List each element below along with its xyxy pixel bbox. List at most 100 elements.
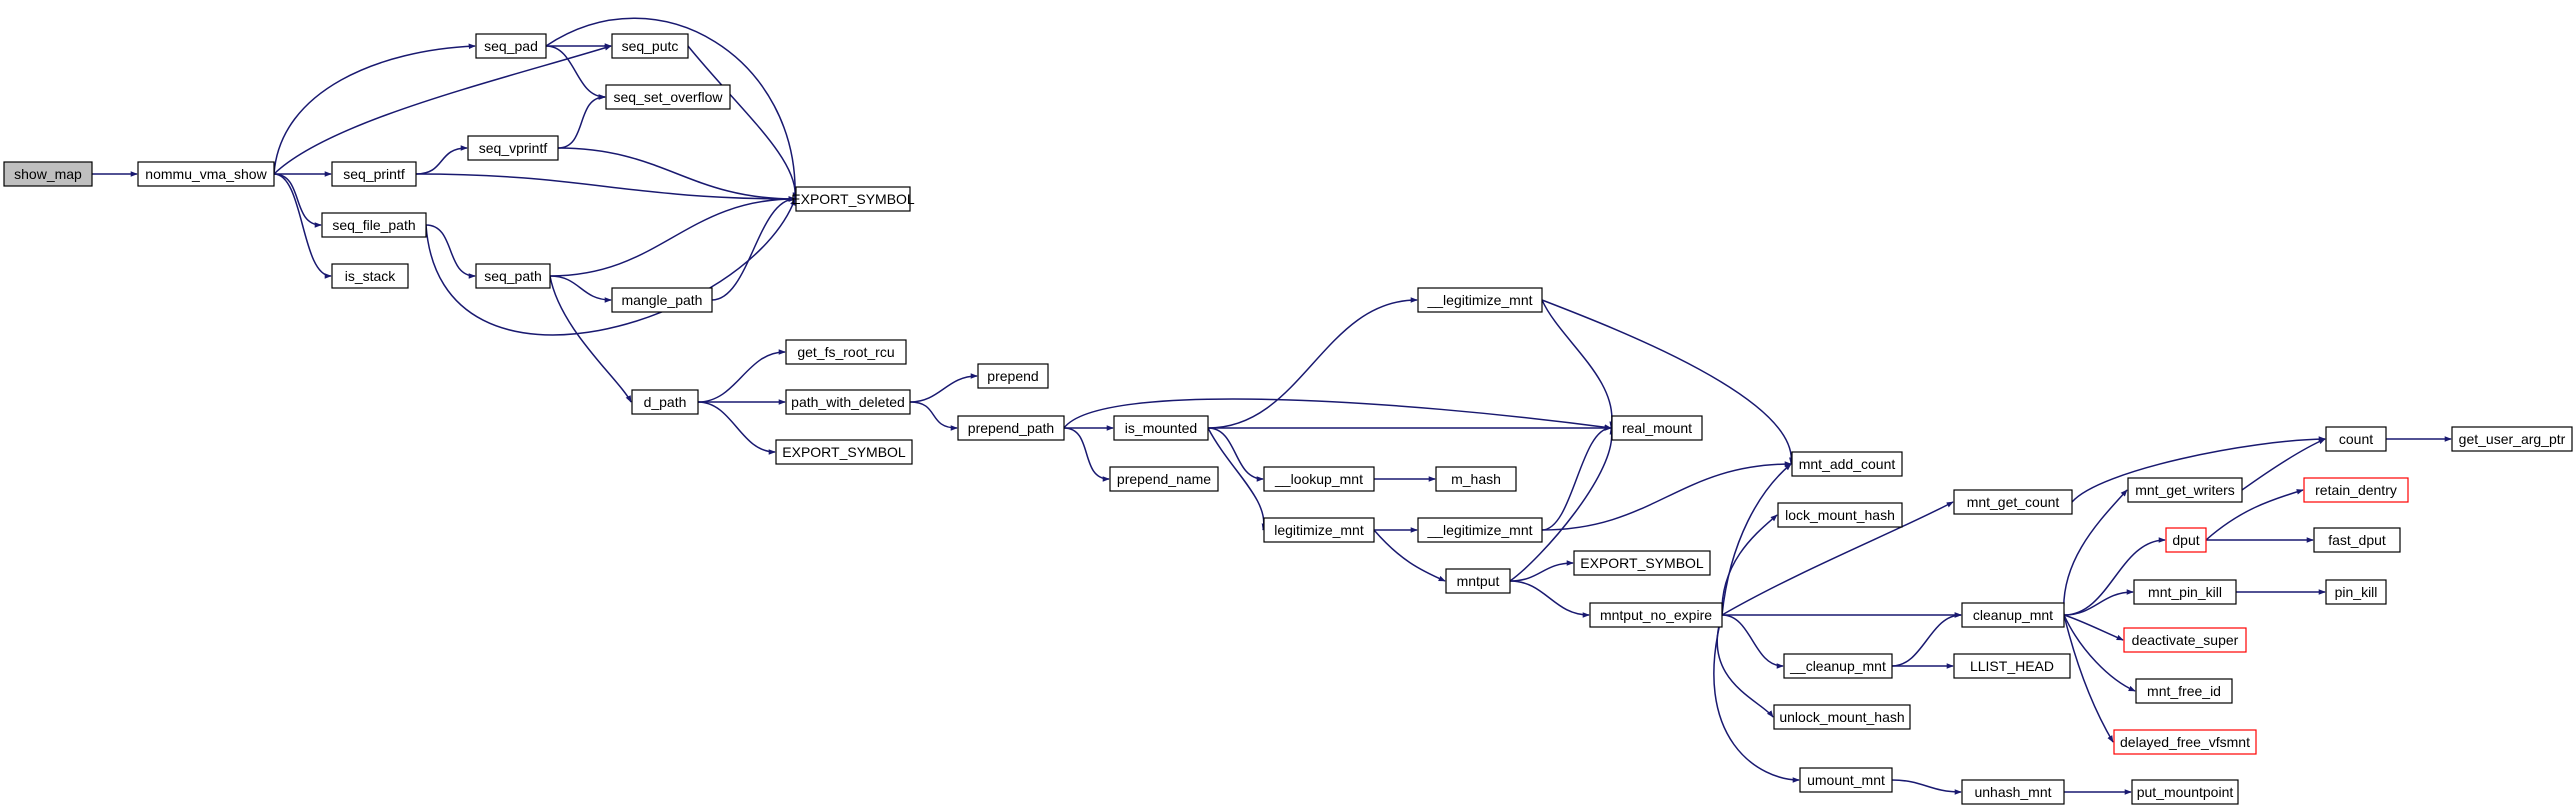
node-is-mounted[interactable]: is_mounted <box>1113 415 1209 441</box>
edge-legitimize_mnt-to-mntput <box>1373 529 1446 582</box>
node-seq-vprintf[interactable]: seq_vprintf <box>467 135 559 161</box>
node-legitimize-mnt-b[interactable]: __legitimize_mnt <box>1417 517 1543 543</box>
edge-seq_putc-to-export_symbol_1 <box>687 45 799 200</box>
node-box <box>475 263 551 289</box>
node-llist-head[interactable]: LLIST_HEAD <box>1953 653 2071 679</box>
node-mnt-get-count[interactable]: mnt_get_count <box>1953 489 2073 515</box>
node-unlock-mount-hash[interactable]: unlock_mount_hash <box>1773 704 1911 730</box>
node-mangle-path[interactable]: mangle_path <box>611 287 713 313</box>
edge-seq_path-to-export_symbol_1 <box>549 196 796 277</box>
edge-nommu_vma_show-to-seq_pad <box>273 43 476 175</box>
edge-seq_file_path-to-seq_path <box>425 224 476 279</box>
edge-seq_pad-to-export_symbol_1 <box>545 17 799 200</box>
node-mntput[interactable]: mntput <box>1445 568 1511 594</box>
node-label: dput <box>2172 532 2199 548</box>
node-label: mnt_pin_kill <box>2148 584 2222 600</box>
node-label: mntput_no_expire <box>1600 607 1712 623</box>
edge-arrow <box>1063 427 1110 482</box>
node-mntput-no-expire[interactable]: mntput_no_expire <box>1589 602 1723 628</box>
edge-mangle_path-to-export_symbol_1 <box>711 196 796 301</box>
edge-arrow <box>1541 299 1615 429</box>
edge-mntput_no_expire-to-mnt_get_count <box>1721 501 1954 616</box>
node-put-mountpoint[interactable]: put_mountpoint <box>2131 779 2239 805</box>
edge-arrow <box>711 196 796 301</box>
node-mnt-add-count[interactable]: mnt_add_count <box>1791 451 1903 477</box>
node-box <box>2165 527 2207 553</box>
edge-arrow <box>909 401 958 431</box>
edge-arrow <box>549 275 632 403</box>
edge-seq_path-to-d_path <box>549 275 632 403</box>
node-seq-path[interactable]: seq_path <box>475 263 551 289</box>
node-box <box>1611 415 1703 441</box>
node-mnt-get-writers[interactable]: mnt_get_writers <box>2127 477 2243 503</box>
node-box <box>3 161 93 187</box>
node-label: umount_mnt <box>1807 772 1885 788</box>
node-get-fs-root-rcu[interactable]: get_fs_root_rcu <box>785 339 907 365</box>
node-seq-putc[interactable]: seq_putc <box>611 33 689 59</box>
node-seq-printf[interactable]: seq_printf <box>331 161 417 187</box>
node-prepend-name[interactable]: prepend_name <box>1109 466 1219 492</box>
node-path-with-deleted[interactable]: path_with_deleted <box>785 389 911 415</box>
node-box <box>1953 489 2073 515</box>
node-export-symbol-3[interactable]: EXPORT_SYMBOL <box>1573 550 1711 576</box>
edge-arrow <box>1721 514 1778 616</box>
node-seq-pad[interactable]: seq_pad <box>475 33 547 59</box>
node-prepend-path[interactable]: prepend_path <box>957 415 1065 441</box>
node-get-user-arg-ptr[interactable]: get_user_arg_ptr <box>2451 426 2573 452</box>
node-export-symbol-1[interactable]: EXPORT_SYMBOL <box>791 186 915 212</box>
edge-nommu_vma_show-to-seq_file_path <box>273 173 322 228</box>
node-label: unhash_mnt <box>1974 784 2051 800</box>
node-deactivate-super[interactable]: deactivate_super <box>2123 627 2247 653</box>
node-mnt-free-id[interactable]: mnt_free_id <box>2135 678 2233 704</box>
edge-arrow <box>1509 427 1616 582</box>
node-umount-mnt[interactable]: umount_mnt <box>1799 767 1893 793</box>
node-pin-kill[interactable]: pin_kill <box>2325 579 2387 605</box>
node-label: cleanup_mnt <box>1973 607 2053 623</box>
node-delayed-free-vfsmnt[interactable]: delayed_free_vfsmnt <box>2113 729 2257 755</box>
node-label: get_fs_root_rcu <box>797 344 894 360</box>
edge-mntput-to-real_mount <box>1509 427 1616 582</box>
node-unhash-mnt[interactable]: unhash_mnt <box>1961 779 2065 805</box>
node-legitimize-mnt[interactable]: legitimize_mnt <box>1263 517 1375 543</box>
node-box <box>1953 653 2071 679</box>
node-d-path[interactable]: d_path <box>631 389 699 415</box>
node-is-stack[interactable]: is_stack <box>331 263 409 289</box>
node-label: mnt_get_writers <box>2135 482 2235 498</box>
node-box <box>1263 517 1375 543</box>
node-nommu-vma-show[interactable]: nommu_vma_show <box>137 161 275 187</box>
node-box <box>2113 729 2257 755</box>
node-real-mount[interactable]: real_mount <box>1611 415 1703 441</box>
node-box <box>2313 527 2401 553</box>
node-export-symbol-2[interactable]: EXPORT_SYMBOL <box>775 439 913 465</box>
node-cleanup-mnt-2[interactable]: __cleanup_mnt <box>1783 653 1893 679</box>
node-show-map[interactable]: show_map <box>3 161 93 187</box>
node-seq-file-path[interactable]: seq_file_path <box>321 212 427 238</box>
edge-cleanup_mnt-to-deactivate_super <box>2063 614 2124 641</box>
node-label: __cleanup_mnt <box>1789 658 1886 674</box>
node-cleanup-mnt[interactable]: cleanup_mnt <box>1961 602 2065 628</box>
edge-prepend_path-to-prepend_name <box>1063 427 1110 482</box>
node-mnt-pin-kill[interactable]: mnt_pin_kill <box>2133 579 2237 605</box>
node-label: mangle_path <box>622 292 703 308</box>
node-label: get_user_arg_ptr <box>2459 431 2566 447</box>
edge-arrow <box>273 173 332 279</box>
node-dput[interactable]: dput <box>2165 527 2207 553</box>
node-prepend[interactable]: prepend <box>977 363 1049 389</box>
node-label: retain_dentry <box>2315 482 2397 498</box>
node-lock-mount-hash[interactable]: lock_mount_hash <box>1777 502 1903 528</box>
node-retain-dentry[interactable]: retain_dentry <box>2303 477 2409 503</box>
node-lookup-mnt[interactable]: __lookup_mnt <box>1263 466 1375 492</box>
node-box <box>2451 426 2573 452</box>
node-count[interactable]: count <box>2325 426 2387 452</box>
node-m-hash[interactable]: m_hash <box>1435 466 1517 492</box>
node-fast-dput[interactable]: fast_dput <box>2313 527 2401 553</box>
edge-arrow <box>557 94 606 149</box>
edge-arrow <box>545 45 606 100</box>
edge-arrow <box>1713 614 1800 783</box>
edge-seq_vprintf-to-export_symbol_1 <box>557 147 796 202</box>
node-seq-set-overflow[interactable]: seq_set_overflow <box>605 84 731 110</box>
edge-arrow <box>1891 779 1962 795</box>
node-legitimize-mnt-a[interactable]: __legitimize_mnt <box>1417 287 1543 313</box>
edge-arrow <box>1509 580 1590 618</box>
edge-arrow <box>1721 501 1954 616</box>
